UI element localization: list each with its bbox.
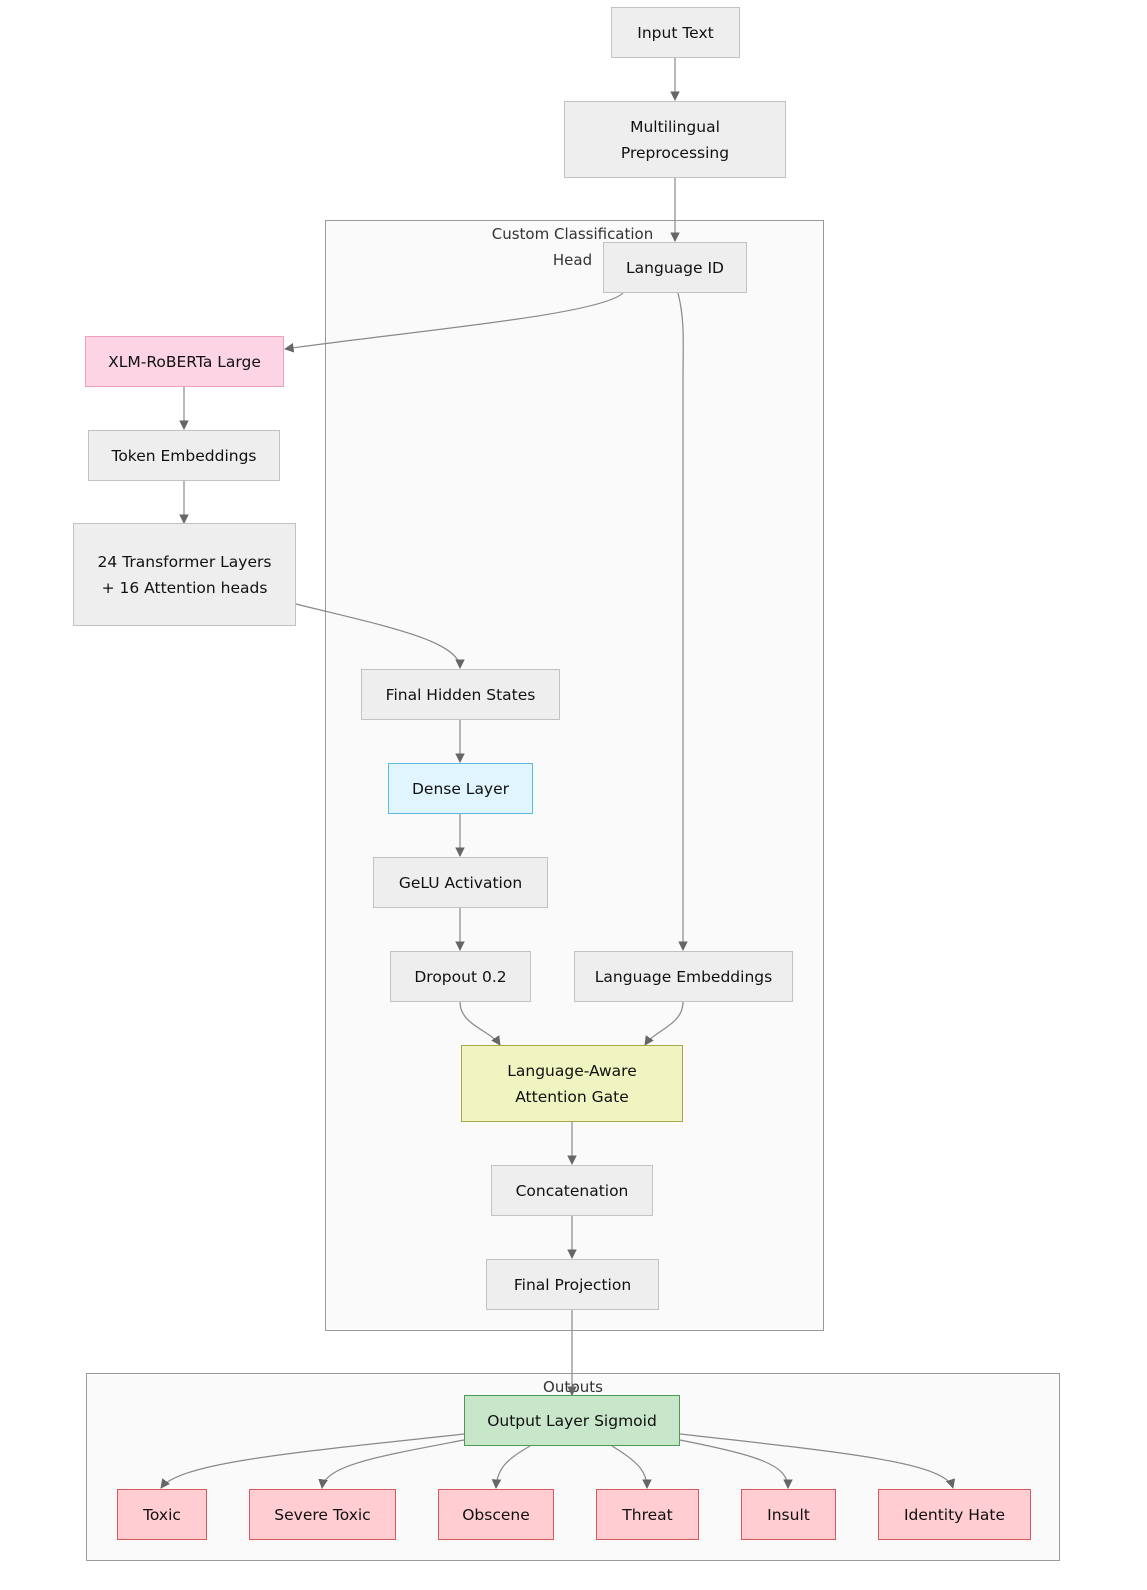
final-projection-node: Final Projection: [486, 1259, 659, 1310]
output-layer-sigmoid-node: Output Layer Sigmoid: [464, 1395, 680, 1446]
language-embeddings-node: Language Embeddings: [574, 951, 793, 1002]
edge-dropout-to-gate: [459, 1001, 501, 1046]
concatenation-node: Concatenation: [491, 1165, 653, 1216]
edge-output-to-obscene: [491, 1445, 531, 1489]
label-identity-hate-node: Identity Hate: [878, 1489, 1031, 1540]
dense-layer-node: Dense Layer: [388, 763, 533, 814]
edge-language-id-to-lang-embeddings: [677, 292, 688, 951]
label-obscene-node: Obscene: [438, 1489, 554, 1540]
input-text-node: Input Text: [611, 7, 740, 58]
edge-output-to-insult: [679, 1439, 793, 1489]
token-embeddings-node: Token Embeddings: [88, 430, 280, 481]
custom-classification-head-label: Custom Classification Head: [491, 225, 654, 269]
transformer-layers-node: 24 Transformer Layers + 16 Attention hea…: [73, 523, 296, 626]
label-toxic-node: Toxic: [117, 1489, 207, 1540]
multilingual-preprocessing-node: Multilingual Preprocessing: [564, 101, 786, 178]
edge-language-id-to-xlmr: [284, 292, 624, 353]
edge-output-to-severe-toxic: [318, 1439, 465, 1489]
edge-output-to-toxic: [160, 1433, 465, 1489]
label-threat-node: Threat: [596, 1489, 699, 1540]
language-id-node: Language ID: [603, 242, 747, 293]
xlm-roberta-large-node: XLM-RoBERTa Large: [85, 336, 284, 387]
edge-output-to-identity-hate: [679, 1433, 956, 1489]
edge-lang-embeddings-to-gate: [644, 1001, 684, 1046]
language-aware-attention-gate-node: Language-Aware Attention Gate: [461, 1045, 683, 1122]
label-severe-toxic-node: Severe Toxic: [249, 1489, 396, 1540]
final-hidden-states-node: Final Hidden States: [361, 669, 560, 720]
edge-transformer-to-final-hidden: [295, 603, 465, 669]
label-insult-node: Insult: [741, 1489, 836, 1540]
dropout-node: Dropout 0.2: [390, 951, 531, 1002]
edge-output-to-threat: [611, 1445, 652, 1489]
gelu-activation-node: GeLU Activation: [373, 857, 548, 908]
